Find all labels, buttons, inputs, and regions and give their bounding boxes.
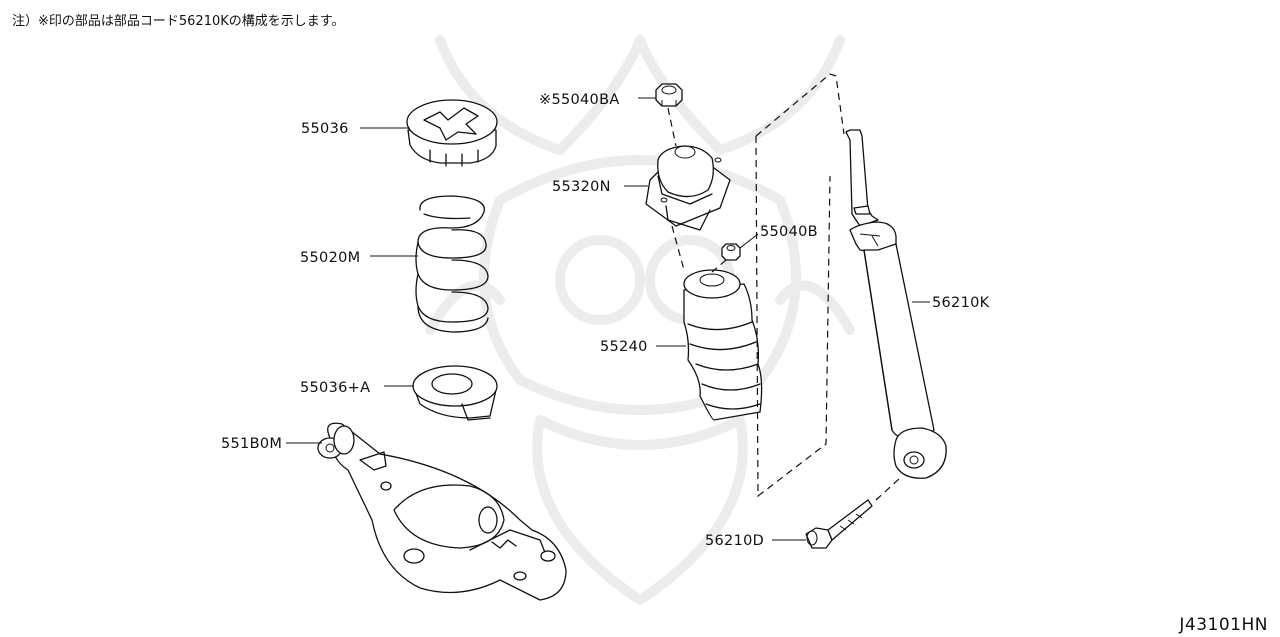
label-55240[interactable]: 55240: [600, 339, 648, 355]
label-55036-A[interactable]: 55036+A: [300, 380, 370, 396]
lower-arm-551B0M[interactable]: [317, 422, 567, 601]
label-55040BA[interactable]: ※55040BA: [539, 92, 620, 108]
part-labels: 55036 55020M 55036+A 551B0M ※55040BA 553…: [221, 92, 990, 549]
nut-55040B[interactable]: [721, 243, 741, 261]
assembly-guide-lines: [667, 73, 901, 501]
bolt-56210D[interactable]: [805, 499, 873, 549]
upper-spring-seat-55036[interactable]: [406, 99, 498, 167]
label-55320N[interactable]: 55320N: [552, 179, 611, 195]
coil-spring-55020M[interactable]: [415, 195, 489, 333]
label-56210K[interactable]: 56210K: [932, 295, 990, 311]
label-56210D[interactable]: 56210D: [705, 533, 764, 549]
diagram-code: J43101HN: [1179, 615, 1268, 635]
header-note: 注）※印の部品は部品コード56210Kの構成を示します。: [12, 14, 345, 29]
bump-boot-55240[interactable]: [683, 269, 763, 421]
leader-lines: [286, 97, 930, 541]
lower-spring-seat-55036-A[interactable]: [412, 365, 498, 421]
label-55036[interactable]: 55036: [301, 121, 349, 137]
label-551B0M[interactable]: 551B0M: [221, 436, 282, 452]
nut-55040BA[interactable]: [655, 83, 683, 107]
label-55020M[interactable]: 55020M: [300, 250, 360, 266]
strut-mount-55320N[interactable]: [645, 145, 731, 231]
label-55040B[interactable]: 55040B: [760, 224, 818, 240]
shock-absorber-56210K[interactable]: [845, 129, 947, 479]
